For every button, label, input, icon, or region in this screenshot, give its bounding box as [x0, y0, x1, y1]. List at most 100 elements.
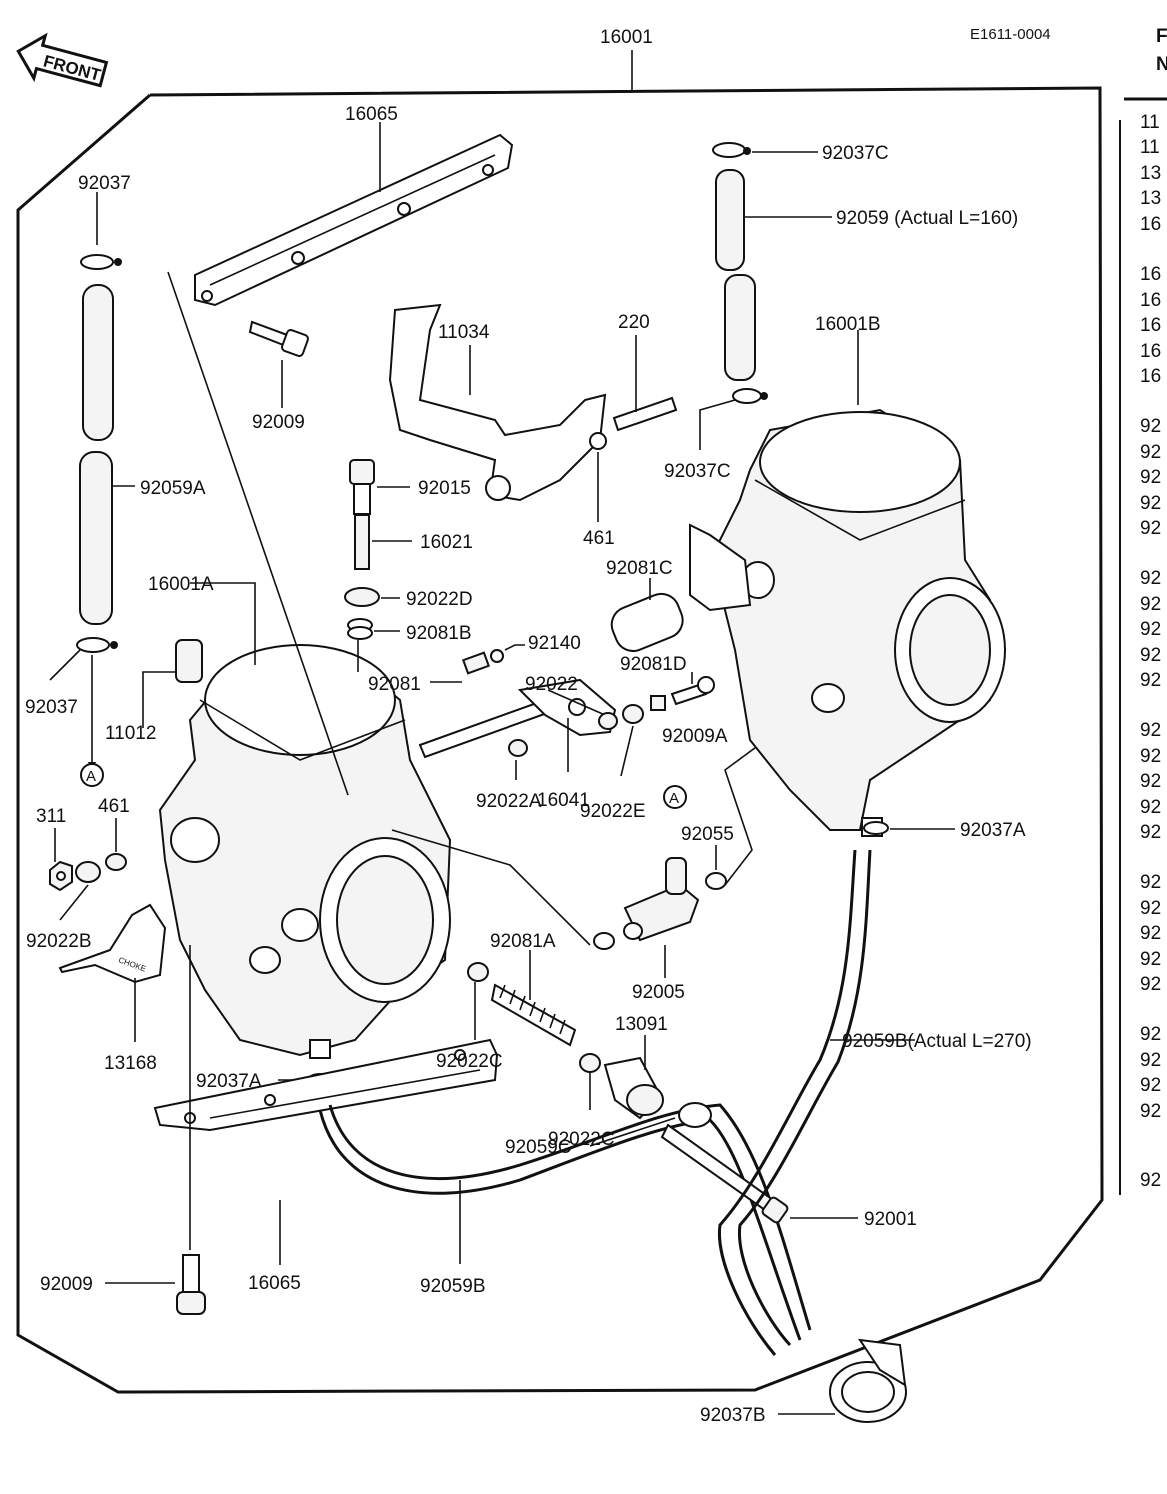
- col-item: 92: [1140, 619, 1161, 640]
- label-92037-top: 92037: [78, 173, 131, 194]
- col-item: 92: [1140, 797, 1161, 818]
- clamp-92037b: [829, 1338, 907, 1423]
- col-item: 92: [1140, 898, 1161, 919]
- col-item: 92: [1140, 645, 1161, 666]
- label-16021: 16021: [420, 532, 473, 553]
- col-item: 92: [1140, 442, 1161, 463]
- hose-clamp-92059c: [678, 1102, 712, 1128]
- hose-clip-left: [76, 637, 110, 653]
- label-92059C: 92059C: [505, 1137, 572, 1158]
- label-92009-top: 92009: [252, 412, 305, 433]
- screw-92009-bottom: [176, 1254, 206, 1315]
- col-item: 92: [1140, 1101, 1161, 1122]
- col-item: 16: [1140, 290, 1161, 311]
- label-92022C-b: 92022C: [548, 1129, 615, 1150]
- label-92037C-mid: 92037C: [664, 461, 731, 482]
- label-92022D: 92022D: [406, 589, 473, 610]
- label-92022A: 92022A: [476, 791, 542, 812]
- col-item: 92: [1140, 670, 1161, 691]
- screw-92009-top: [248, 320, 309, 357]
- label-92037A-right: 92037A: [960, 820, 1026, 841]
- col-item: 92: [1140, 594, 1161, 615]
- screw-92009a: [670, 676, 715, 706]
- col-item: 16: [1140, 264, 1161, 285]
- label-11034: 11034: [438, 322, 490, 343]
- long-bolt-92001: [660, 1123, 789, 1224]
- col-item: 92: [1140, 1170, 1161, 1191]
- label-92037-left: 92037: [25, 697, 78, 718]
- col-item: 92: [1140, 923, 1161, 944]
- label-16001A: 16001A: [148, 574, 214, 595]
- col-item: 92: [1140, 518, 1161, 539]
- label-92037A-left: 92037A: [196, 1071, 262, 1092]
- circlip-92140: [490, 649, 504, 663]
- mounting-plate-top: [194, 133, 514, 307]
- label-16041: 16041: [537, 790, 590, 811]
- label-92140: 92140: [528, 633, 581, 654]
- label-92022C-a: 92022C: [436, 1051, 503, 1072]
- label-92037B: 92037B: [700, 1405, 766, 1426]
- front-arrow-icon: FRONT: [16, 32, 109, 88]
- label-13091: 13091: [615, 1014, 668, 1035]
- label-11012: 11012: [105, 723, 156, 744]
- col-item: 92: [1140, 568, 1161, 589]
- ref-a-left-text: A: [86, 768, 96, 785]
- col-item: 92: [1140, 1075, 1161, 1096]
- assembly-outline: [16, 86, 1104, 1394]
- oring-left: [593, 932, 615, 950]
- label-16001: 16001: [600, 27, 653, 48]
- fuel-hose-92059: [715, 169, 756, 381]
- col-item: 11: [1140, 112, 1160, 133]
- header-char-1: F: [1156, 26, 1167, 47]
- col-item: 92: [1140, 720, 1161, 741]
- cap-11012: [175, 639, 203, 683]
- col-item: 16: [1140, 341, 1161, 362]
- col-item: 92: [1140, 416, 1161, 437]
- label-92081: 92081: [368, 674, 421, 695]
- fuel-hose-92059b-right: [717, 849, 857, 1356]
- label-220: 220: [618, 312, 650, 333]
- label-16001B: 16001B: [815, 314, 881, 335]
- label-461-left: 461: [98, 796, 130, 817]
- label-92009A: 92009A: [662, 726, 728, 747]
- washer-92022: [598, 712, 618, 730]
- col-item: 16: [1140, 214, 1161, 235]
- throttle-shaft-16041: [418, 678, 617, 759]
- spring-92081b: [347, 618, 373, 640]
- col-item: 92: [1140, 949, 1161, 970]
- col-item: 92: [1140, 771, 1161, 792]
- label-13168: 13168: [104, 1053, 157, 1074]
- carburetor-16001b: [689, 408, 1006, 837]
- washer-92022a: [508, 739, 528, 757]
- label-92022B: 92022B: [26, 931, 92, 952]
- col-item: 16: [1140, 366, 1161, 387]
- choke-lever-13168: CHOKE: [58, 903, 167, 984]
- label-92005: 92005: [632, 982, 685, 1003]
- washer-461-mid: [589, 432, 607, 450]
- screw-92081: [461, 651, 491, 675]
- col-item: 92: [1140, 974, 1161, 995]
- washer-461-left: [105, 853, 127, 871]
- hose-clip-92037c-top: [712, 142, 746, 158]
- screw-16021: [354, 514, 370, 570]
- washer-92022b: [75, 861, 101, 883]
- nut-92081d: [650, 695, 666, 711]
- col-item: 92: [1140, 493, 1161, 514]
- spring-92081c: [610, 592, 684, 653]
- col-item: 11: [1140, 137, 1160, 158]
- washer-92022d: [344, 587, 380, 607]
- header-char-2: N: [1156, 54, 1167, 75]
- cable-adjuster-13091: [603, 1056, 664, 1120]
- oring-92055: [705, 872, 727, 890]
- label-461-mid: 461: [583, 528, 615, 549]
- col-item: 92: [1140, 872, 1161, 893]
- label-92022: 92022: [525, 674, 578, 695]
- label-92081A: 92081A: [490, 931, 556, 952]
- carburetor-16001a: [158, 644, 452, 1059]
- washer-92022c-b: [579, 1053, 601, 1073]
- col-item: 92: [1140, 1024, 1161, 1045]
- diagram-code: E1611-0004: [970, 26, 1051, 43]
- col-item: 16: [1140, 315, 1161, 336]
- hose-clip-top-left: [80, 254, 114, 270]
- label-92059: 92059 (Actual L=160): [836, 208, 1018, 229]
